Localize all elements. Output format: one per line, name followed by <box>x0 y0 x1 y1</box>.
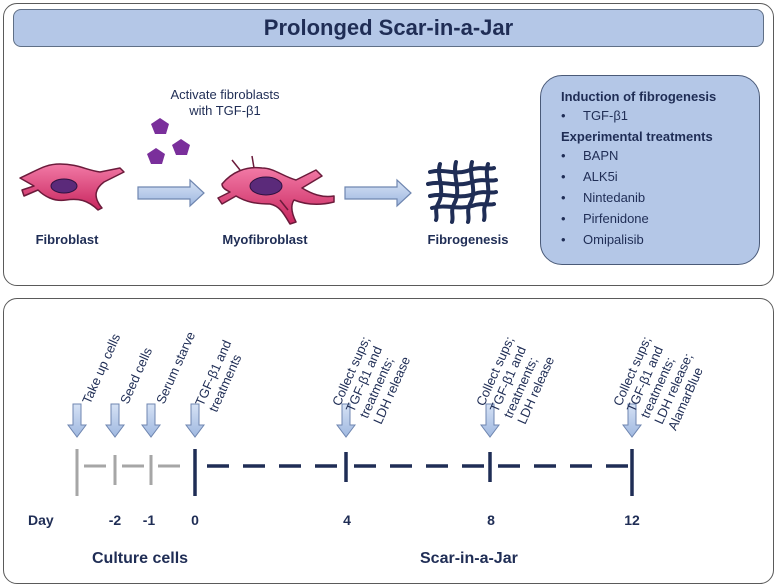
day-tick-label: 0 <box>191 512 199 528</box>
tgf-beta-molecules-icon <box>147 118 190 164</box>
myofibroblast-label: Myofibroblast <box>222 232 308 247</box>
fibrogenesis-label: Fibrogenesis <box>427 232 509 247</box>
down-arrow-icon <box>141 403 161 438</box>
down-arrow-icon <box>67 403 87 438</box>
treatment-info-box: Induction of fibrogenesis TGF-β1 Experim… <box>540 75 760 265</box>
scar-timeline-segment <box>193 449 634 496</box>
day-tick-label: 4 <box>343 512 351 528</box>
activate-caption: Activate fibroblasts with TGF-β1 <box>140 87 310 119</box>
culture-phase-label: Culture cells <box>92 550 189 567</box>
day-tick-label: -2 <box>108 512 122 528</box>
activate-caption-line1: Activate fibroblasts <box>170 87 280 102</box>
activate-caption-line2: with TGF-β1 <box>189 103 261 118</box>
induction-heading: Induction of fibrogenesis <box>561 89 717 104</box>
fibrogenesis-mesh-icon <box>426 160 498 224</box>
day-label: Day <box>28 512 54 528</box>
down-arrow-icon <box>622 403 642 438</box>
myofibroblast-cell-icon <box>217 155 335 225</box>
down-arrow-icon <box>336 403 356 438</box>
fibroblast-label: Fibroblast <box>35 232 99 247</box>
down-arrow-icon <box>480 403 500 438</box>
day-tick-label: 8 <box>487 512 495 528</box>
day-tick-label: -1 <box>142 512 156 528</box>
induction-list: TGF-β1 <box>561 108 759 124</box>
arrow-right-icon <box>344 178 412 208</box>
list-item: BAPN <box>561 148 759 164</box>
fibrogenesis-diagram <box>19 118 498 225</box>
treatment-list: BAPN ALK5i Nintedanib Pirfenidone Omipal… <box>561 148 759 248</box>
list-item: TGF-β1 <box>561 108 759 124</box>
timeline-graphic <box>67 403 642 496</box>
list-item: ALK5i <box>561 169 759 185</box>
scar-phase-label: Scar-in-a-Jar <box>420 550 518 567</box>
list-item: Pirfenidone <box>561 211 759 227</box>
down-arrow-icon <box>105 403 125 438</box>
list-item: Omipalisib <box>561 232 759 248</box>
arrow-right-icon <box>137 178 205 208</box>
page-title: Prolonged Scar-in-a-Jar <box>13 9 764 47</box>
treatments-heading: Experimental treatments <box>561 129 713 144</box>
day-tick-label: 12 <box>624 512 640 528</box>
timeline-panel <box>3 298 774 584</box>
list-item: Nintedanib <box>561 190 759 206</box>
fibroblast-cell-icon <box>19 163 125 211</box>
down-arrow-icon <box>185 403 205 438</box>
culture-timeline-segment <box>75 449 180 496</box>
